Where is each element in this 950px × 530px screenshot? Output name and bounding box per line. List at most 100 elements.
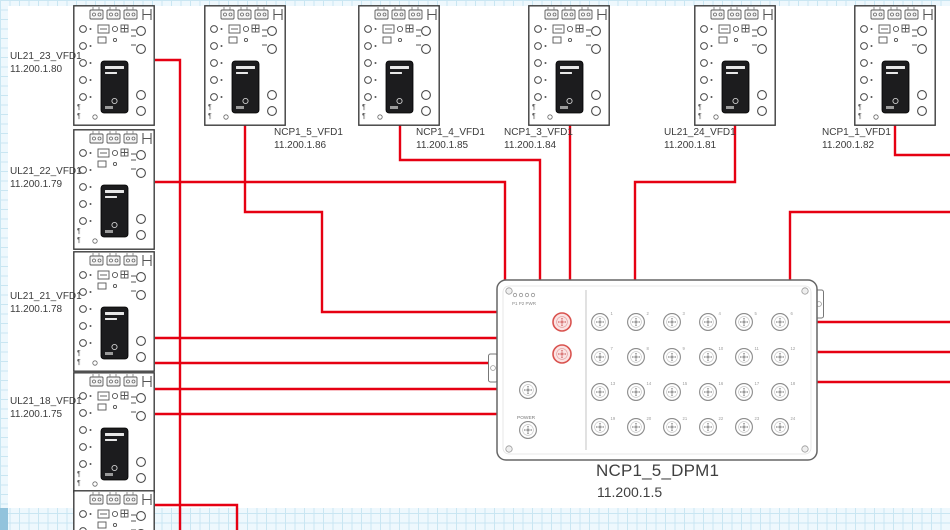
dpm-port-highlighted[interactable] (552, 344, 572, 364)
dpm-port[interactable] (627, 348, 645, 366)
device-ip: 11.200.1.75 (10, 409, 63, 420)
vfd-module-graphic (73, 490, 155, 530)
dpm-port[interactable] (735, 383, 753, 401)
vfd-device-ncp1-1[interactable] (854, 5, 936, 126)
dpm-title: NCP1_5_DPM1 (596, 461, 720, 480)
dpm-port[interactable] (771, 313, 789, 331)
dpm-port[interactable] (627, 383, 645, 401)
canvas-corner (0, 508, 8, 530)
dpm-port[interactable] (591, 313, 609, 331)
vfd-module-graphic (694, 5, 776, 126)
dpm-port[interactable] (735, 313, 753, 331)
port-number: 21 (683, 416, 688, 421)
device-label: UL21_18_VFD1 11.200.1.75 (10, 395, 82, 421)
vfd-device-ul21-22[interactable] (73, 129, 155, 250)
port-number: 19 (611, 416, 616, 421)
device-ip: 11.200.1.79 (10, 179, 63, 190)
dpm-port[interactable] (699, 383, 717, 401)
device-name: UL21_23_VFD1 (10, 51, 82, 62)
dpm-port[interactable] (771, 348, 789, 366)
port-number: 16 (719, 381, 724, 386)
dpm-port[interactable] (663, 418, 681, 436)
dpm-port[interactable] (591, 348, 609, 366)
screw-icon (505, 445, 513, 453)
wire-2[interactable] (243, 125, 498, 314)
wire-7[interactable] (788, 210, 950, 281)
dpm-port[interactable] (591, 383, 609, 401)
dpm-port[interactable] (627, 313, 645, 331)
vfd-module-graphic (204, 5, 286, 126)
port-number: 7 (611, 346, 614, 351)
port-number: 18 (791, 381, 796, 386)
vfd-device-ul21-21[interactable] (73, 251, 155, 372)
device-name: NCP1_3_VFD1 (504, 127, 573, 138)
port-number: 23 (755, 416, 760, 421)
vfd-device-ul21-23[interactable] (73, 5, 155, 126)
vfd-device-ul21-18[interactable] (73, 372, 155, 493)
wire-0[interactable] (155, 58, 182, 530)
device-ip: 11.200.1.81 (664, 140, 717, 151)
vfd-module-graphic (73, 372, 155, 493)
port-number: 10 (719, 346, 724, 351)
wire-6[interactable] (893, 125, 950, 157)
dpm-port[interactable] (663, 313, 681, 331)
dpm-ip: 11.200.1.5 (597, 484, 663, 500)
mount-ear-left (488, 353, 498, 383)
dpm-port[interactable] (627, 418, 645, 436)
port-number: 11 (755, 346, 760, 351)
dpm-port[interactable] (699, 348, 717, 366)
port-number: 13 (611, 381, 616, 386)
port-number: 6 (791, 311, 794, 316)
wire-15[interactable] (155, 503, 239, 530)
device-name: UL21_21_VFD1 (10, 291, 82, 302)
dpm-port[interactable] (735, 418, 753, 436)
vfd-device-ncp1-4[interactable] (358, 5, 440, 126)
vfd-device-ncp1-5[interactable] (204, 5, 286, 126)
vfd-device-partial[interactable] (73, 490, 155, 530)
wire-1[interactable] (155, 180, 507, 281)
device-name: UL21_24_VFD1 (664, 127, 736, 138)
dpm-port[interactable] (771, 383, 789, 401)
vfd-device-ncp1-3[interactable] (528, 5, 610, 126)
wire-5[interactable] (633, 125, 737, 281)
screw-icon (505, 287, 513, 295)
vfd-device-ul21-24[interactable] (694, 5, 776, 126)
dpm-port[interactable] (591, 418, 609, 436)
port-number: 22 (719, 416, 724, 421)
port-number: 3 (683, 311, 686, 316)
dpm-port[interactable] (663, 348, 681, 366)
dpm-port[interactable] (519, 421, 537, 439)
dpm-port[interactable] (699, 418, 717, 436)
device-ip: 11.200.1.78 (10, 304, 63, 315)
dpm-port[interactable] (735, 348, 753, 366)
dpm-port[interactable] (699, 313, 717, 331)
dpm-port[interactable] (663, 383, 681, 401)
dpm-port[interactable] (519, 381, 537, 399)
vfd-module-graphic (73, 129, 155, 250)
device-name: UL21_18_VFD1 (10, 396, 82, 407)
status-led-block: P1 P2 PWR (512, 292, 537, 306)
dpm-port-highlighted[interactable] (552, 312, 572, 332)
device-ip: 11.200.1.85 (416, 140, 469, 151)
dpm-port[interactable] (771, 418, 789, 436)
wire-3[interactable] (398, 125, 542, 281)
port-number: 8 (647, 346, 650, 351)
port-number: 17 (755, 381, 760, 386)
device-label: NCP1_3_VFD1 11.200.1.84 (504, 126, 573, 152)
port-number: 12 (791, 346, 796, 351)
device-ip: 11.200.1.84 (504, 140, 557, 151)
device-label: UL21_21_VFD1 11.200.1.78 (10, 290, 82, 316)
port-number: 20 (647, 416, 652, 421)
power-label: POWER (517, 415, 536, 421)
screw-icon (801, 287, 809, 295)
